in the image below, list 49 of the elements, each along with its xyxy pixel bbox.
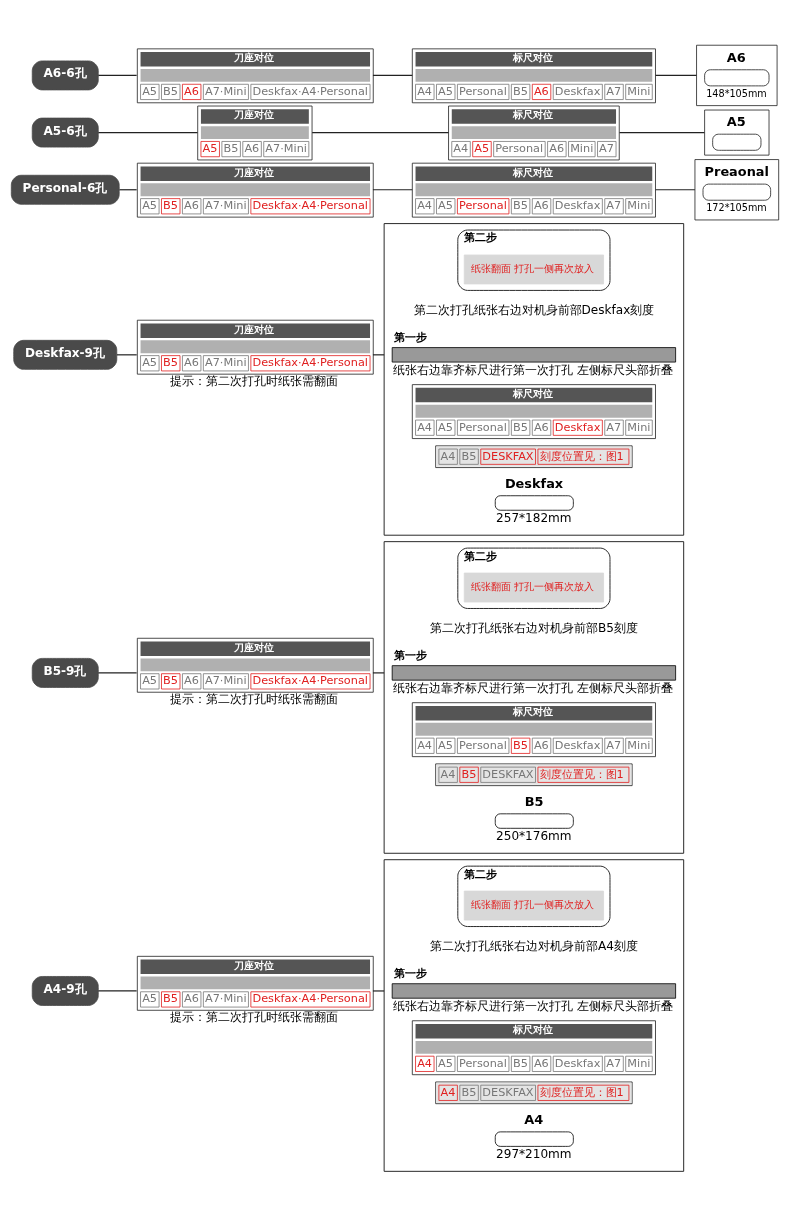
connector bbox=[372, 74, 413, 76]
connector bbox=[311, 131, 450, 133]
node-label: Deskfax bbox=[504, 475, 564, 491]
connector bbox=[97, 671, 138, 673]
connector bbox=[655, 74, 698, 76]
connector bbox=[618, 131, 706, 133]
connector bbox=[97, 74, 138, 76]
cluster bbox=[383, 540, 685, 854]
node-label: 纸张右边靠齐标尺进行第一次打孔 左侧标尺头部折叠 bbox=[392, 362, 673, 377]
connector bbox=[372, 671, 385, 673]
node-box: A5 bbox=[704, 109, 770, 156]
connector bbox=[655, 188, 696, 190]
node-box: A4-9孔 bbox=[31, 975, 99, 1006]
node-label: 提示：第二次打孔时纸张需翻面 bbox=[170, 691, 339, 706]
node-box bbox=[494, 1130, 574, 1147]
cluster bbox=[383, 222, 685, 536]
connector bbox=[372, 188, 413, 190]
node-label: 提示：第二次打孔时纸张需翻面 bbox=[170, 1009, 339, 1024]
node-box bbox=[494, 812, 574, 829]
connector bbox=[116, 353, 138, 355]
node-box: B5-9孔 bbox=[31, 657, 99, 688]
node-box: A6 148*105mm bbox=[696, 44, 778, 106]
connector bbox=[97, 989, 138, 992]
connector bbox=[372, 989, 385, 992]
node-box: Preaonal 172*105mm bbox=[694, 158, 780, 220]
node-label: 297*210mm bbox=[496, 1146, 572, 1161]
node-label: 第二次打孔纸张右边对机身前部A4刻度 bbox=[429, 938, 638, 953]
node-label: 250*176mm bbox=[496, 828, 572, 843]
node-box: A5-6孔 bbox=[31, 117, 99, 147]
node-label: 257*182mm bbox=[496, 510, 572, 525]
node-box: 纸张翻面 打孔一侧再次放入 bbox=[463, 890, 604, 920]
node-label: 纸张右边靠齐标尺进行第一次打孔 左侧标尺头部折叠 bbox=[392, 998, 673, 1013]
node-box bbox=[494, 494, 574, 511]
node-label: 第一步 bbox=[393, 330, 427, 343]
node-box: Deskfax-9孔 bbox=[13, 339, 118, 370]
node-label: 第一步 bbox=[393, 966, 427, 980]
node-label: B5 bbox=[524, 793, 544, 809]
cluster bbox=[383, 858, 685, 1172]
node-label: 提示：第二次打孔时纸张需翻面 bbox=[170, 373, 339, 388]
node-box: 纸张翻面 打孔一侧再次放入 bbox=[463, 572, 604, 602]
node-label: 纸张右边靠齐标尺进行第一次打孔 左侧标尺头部折叠 bbox=[392, 680, 673, 695]
node-label: 第一步 bbox=[393, 648, 427, 662]
connector bbox=[97, 131, 199, 133]
node-label: A4 bbox=[524, 1111, 544, 1127]
node-box: Personal-6孔 bbox=[10, 174, 120, 205]
node-box: A6-6孔 bbox=[31, 60, 99, 90]
node-label: 第二次打孔纸张右边对机身前部B5刻度 bbox=[429, 620, 638, 635]
node-label: 第二次打孔纸张右边对机身前部Deskfax刻度 bbox=[413, 302, 655, 317]
node-box: 纸张翻面 打孔一侧再次放入 bbox=[463, 254, 604, 284]
